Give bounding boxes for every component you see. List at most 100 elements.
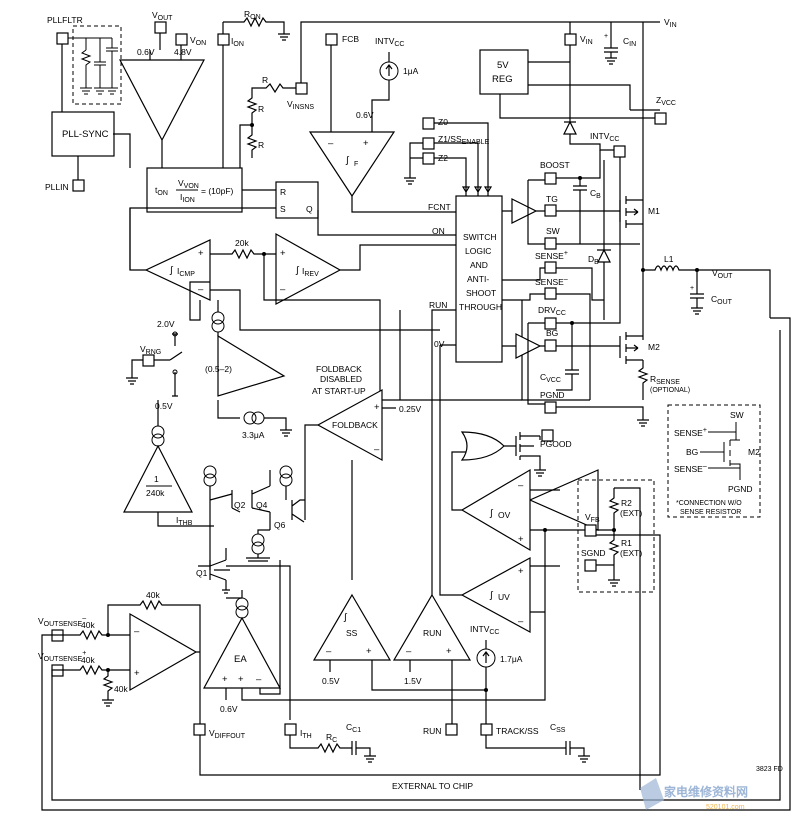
svg-text:0.6V: 0.6V [356,110,374,120]
pllin-pin[interactable] [72,179,85,192]
svg-text:M2: M2 [648,342,660,352]
svg-text:(EXT): (EXT) [620,548,642,558]
svg-text:3823 FD: 3823 FD [756,766,783,773]
pllfltr-pin[interactable] [56,32,69,45]
run-pin[interactable] [445,723,458,736]
svg-text:–: – [280,284,286,295]
pllfltr-filter-box [72,25,122,105]
ion-pin[interactable] [217,33,230,46]
ov-comparator [528,469,599,531]
von-buffer-amp [119,59,205,142]
diff-amp [129,612,198,692]
vout-pin-top[interactable] [154,21,167,34]
svg-text:tON: tON [155,185,168,197]
svg-text:(EXT): (EXT) [620,508,642,518]
svg-text:+: + [366,646,372,657]
svg-text:COUT: COUT [711,294,733,306]
svg-text:SHOOT: SHOOT [466,288,496,298]
svg-text:DRVCC: DRVCC [538,305,566,317]
svg-text:PGND: PGND [540,390,565,400]
svg-text:Z0: Z0 [438,117,448,127]
range-amp [217,334,286,397]
svg-text:5V: 5V [497,60,509,71]
intvcc-pin[interactable] [613,145,626,158]
svg-text:EA: EA [234,654,247,665]
svg-text:VOUT: VOUT [152,10,173,22]
z0-pin[interactable] [422,117,435,130]
svg-text:FOLDBACK: FOLDBACK [332,420,378,430]
svg-text:VINSNS: VINSNS [287,99,314,111]
svg-text:ION: ION [231,36,244,48]
svg-text:40k: 40k [81,620,95,630]
svg-text:Q6: Q6 [274,520,286,530]
svg-text:1.5V: 1.5V [404,676,422,686]
pgnd-pin[interactable] [544,401,557,414]
vrng-pin[interactable] [142,354,155,367]
sgnd-pin[interactable] [584,559,597,572]
svg-text:RC: RC [326,732,337,744]
watermark-url: 520101.com [706,804,745,811]
vinsns-pin[interactable] [295,82,308,95]
svg-text:FCNT: FCNT [428,202,451,212]
svg-text:RUN: RUN [429,300,447,310]
svg-text:RUN: RUN [423,628,441,638]
svg-text:∫: ∫ [489,590,494,601]
sense-plus-pin[interactable] [544,261,557,274]
svg-text:VRNG: VRNG [140,344,161,356]
svg-text:DB: DB [588,254,599,266]
ss-comparator [312,593,392,661]
z2-pin[interactable] [422,152,435,165]
svg-text:Q1: Q1 [196,568,208,578]
svg-text:LOGIC: LOGIC [465,246,491,256]
svg-text:SS: SS [346,628,358,638]
svg-text:VOUTSENSE–: VOUTSENSE– [38,615,86,628]
z1-pin[interactable] [422,137,435,150]
svg-text:+: + [363,138,369,149]
zvcc-pin[interactable] [654,112,667,125]
tg-pin[interactable] [544,204,557,217]
svg-text:∫: ∫ [169,265,174,276]
svg-text:THROUGH: THROUGH [459,302,502,312]
tg-driver [511,198,538,224]
svg-text:FOLDBACK: FOLDBACK [316,364,362,374]
svg-text:+: + [518,534,524,545]
svg-text:F: F [354,161,358,168]
svg-text:0.5V: 0.5V [155,401,173,411]
svg-text:= (10pF): = (10pF) [201,186,234,196]
svg-text:UV: UV [498,592,510,602]
svg-text:–: – [256,674,262,685]
svg-text:VDIFFOUT: VDIFFOUT [209,728,246,740]
svg-text:Z1/SSENABLE: Z1/SSENABLE [438,134,490,146]
vin-pin[interactable] [564,33,577,46]
svg-text:R1: R1 [621,538,632,548]
svg-text:40k: 40k [146,590,160,600]
svg-text:CB: CB [590,188,601,200]
vfb-pin[interactable] [584,524,597,537]
svg-text:VFB: VFB [585,512,600,524]
svg-text:4.8V: 4.8V [174,47,192,57]
svg-text:R: R [280,187,286,197]
sense-minus-pin[interactable] [544,287,557,300]
boost-pin[interactable] [544,172,557,185]
svg-text:AT START-UP: AT START-UP [312,386,366,396]
pgood-pin[interactable] [541,429,554,442]
svg-text:*CONNECTION W/O: *CONNECTION W/O [676,500,742,507]
svg-text:∫: ∫ [343,612,348,623]
track-ss-pin[interactable] [480,723,493,736]
bg-pin[interactable] [544,339,557,352]
foldback-amp [316,388,383,462]
svg-text:R2: R2 [621,498,632,508]
run-comparator [392,593,472,661]
svg-text:FCB: FCB [342,34,359,44]
svg-text:(OPTIONAL): (OPTIONAL) [650,387,690,394]
vdiffout-pin[interactable] [193,723,206,736]
svg-text:VVON: VVON [178,178,199,190]
von-pin[interactable] [175,33,188,46]
fcb-pin[interactable] [325,33,338,46]
ith-pin[interactable] [284,723,297,736]
svg-text:RUN: RUN [423,726,441,736]
sw-pin[interactable] [544,237,557,250]
svg-text:VOUTSENSE+: VOUTSENSE+ [38,650,86,663]
svg-text:ANTI-: ANTI- [467,274,489,284]
